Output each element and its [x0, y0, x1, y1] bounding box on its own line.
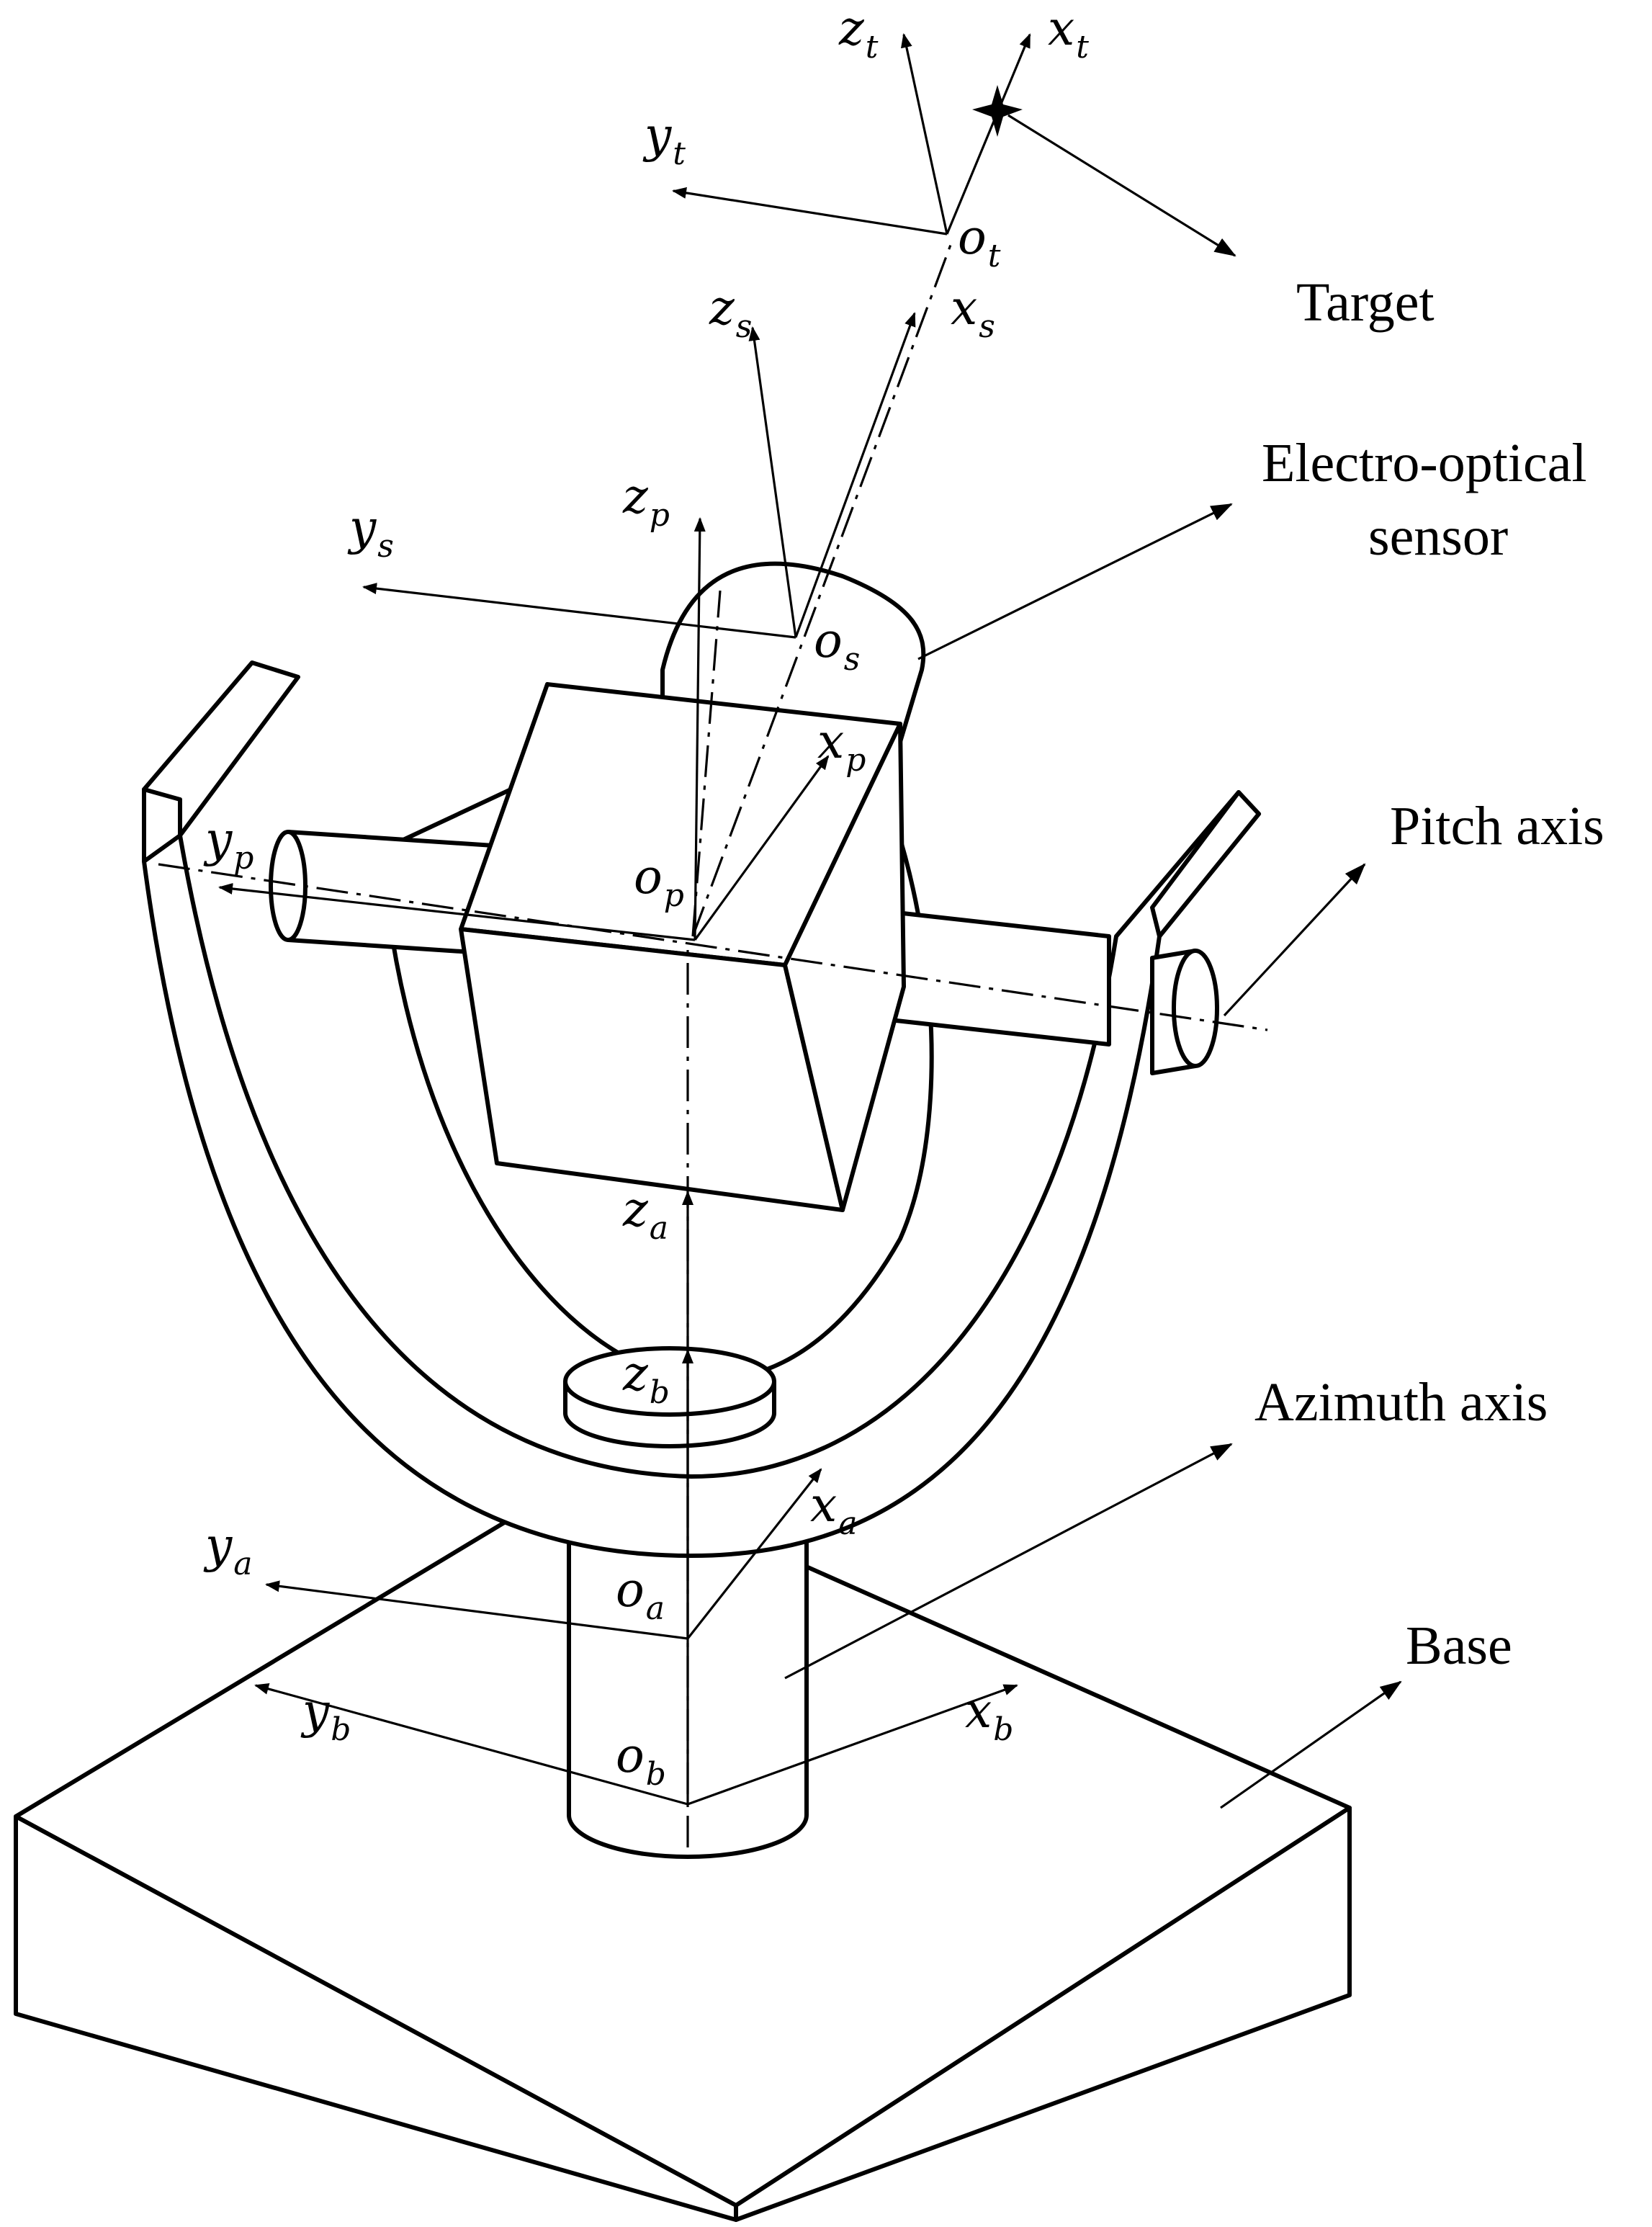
u-yoke — [142, 660, 1261, 1558]
label-ob: ob — [616, 1728, 666, 1793]
turret-disc — [563, 1346, 776, 1448]
label-zt: zt — [838, 1, 879, 66]
base-label: Base — [1406, 1616, 1512, 1676]
component-labels: Target Electro-optical sensor Pitch axis… — [1254, 272, 1604, 1676]
label-ys: ys — [347, 500, 394, 565]
pitch-shaft-left — [269, 830, 506, 956]
label-zb: zb — [622, 1346, 670, 1411]
label-yp: yp — [203, 812, 253, 877]
azimuth-axis-label: Azimuth axis — [1254, 1372, 1548, 1433]
label-ya: ya — [203, 1518, 253, 1582]
label-xt: xt — [1048, 1, 1089, 66]
sensor-cylinder — [660, 561, 926, 744]
sensor-label-line1: Electro-optical — [1262, 433, 1587, 493]
label-xs: xs — [951, 280, 995, 345]
sensor-label-line2: sensor — [1368, 506, 1508, 567]
pitch-shaft-right — [845, 907, 1219, 1075]
label-ot: ot — [958, 210, 1001, 274]
label-xb: xb — [965, 1683, 1013, 1748]
label-xa: xa — [810, 1477, 857, 1542]
pitch-axis-label: Pitch axis — [1390, 796, 1604, 856]
target-label: Target — [1296, 272, 1435, 333]
label-yb: yb — [300, 1683, 351, 1748]
label-xp: xp — [817, 714, 866, 779]
axis-labels: zt xt yt ot zs xs ys os zp xp yp op za x… — [203, 1, 1089, 1793]
label-oa: oa — [616, 1562, 665, 1627]
label-zs: zs — [709, 280, 752, 345]
label-za: za — [622, 1182, 668, 1247]
label-os: os — [814, 613, 860, 678]
label-zp: zp — [622, 469, 670, 534]
label-op: op — [634, 849, 684, 914]
label-yt: yt — [642, 107, 686, 172]
axis-lines — [158, 33, 1268, 1847]
target-star-icon — [972, 85, 1023, 137]
leader-arrows — [784, 114, 1402, 1809]
